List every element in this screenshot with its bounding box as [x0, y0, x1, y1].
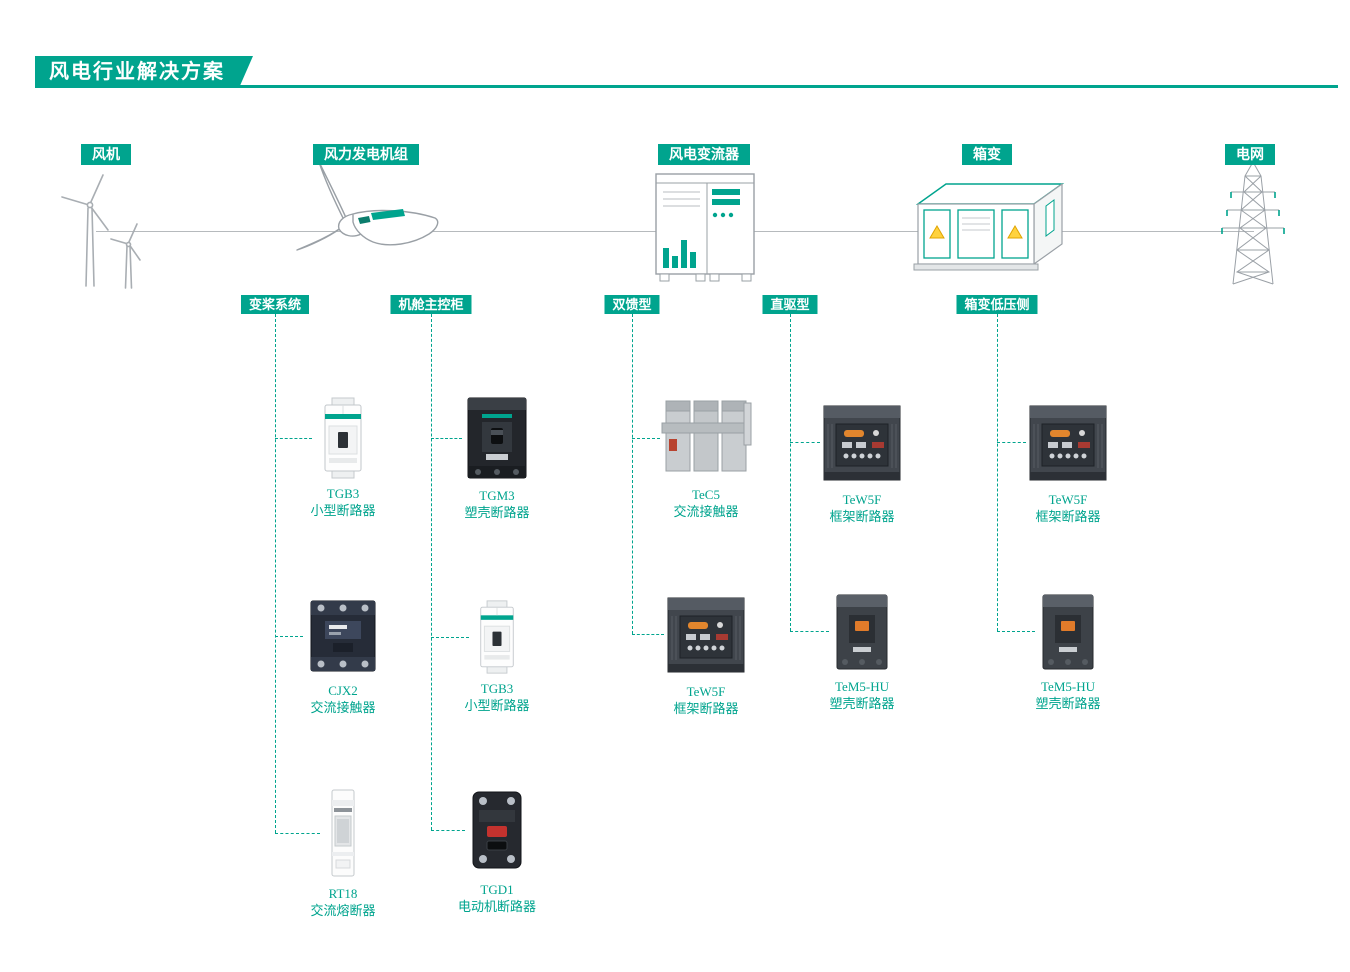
box-lv-connector — [997, 314, 998, 631]
badge-generator-set: 风力发电机组 — [313, 144, 419, 165]
product-name: 交流熔断器 — [310, 903, 376, 918]
product-caption: RT18 交流熔断器 — [278, 885, 408, 919]
product-model: TeM5-HU — [1041, 679, 1095, 694]
product-model: TeC5 — [692, 487, 720, 502]
product-connector-line — [632, 634, 664, 635]
badge-direct-drive: 直驱型 — [762, 295, 818, 314]
ac-fuse-icon — [278, 786, 408, 880]
product-model: TGB3 — [480, 681, 514, 696]
product-name: 交流接触器 — [673, 504, 739, 519]
product-model: TeM5-HU — [835, 679, 889, 694]
product-connector-line — [275, 636, 303, 637]
product-caption: TGD1 电动机断路器 — [432, 881, 562, 915]
product-caption: TGB3 小型断路器 — [432, 680, 562, 714]
product-connector-line — [431, 830, 465, 831]
badge-converter: 风电变流器 — [658, 144, 750, 165]
doubly-fed-connector — [632, 314, 633, 634]
badge-pitch-system: 变桨系统 — [240, 295, 310, 314]
wind-turbine-icon — [55, 166, 145, 296]
product-caption: TGM3 塑壳断路器 — [432, 487, 562, 521]
product-card: CJX2 交流接触器 — [278, 595, 408, 716]
product-name: 小型断路器 — [310, 503, 376, 518]
nacelle-icon — [295, 158, 445, 298]
product-caption: CJX2 交流接触器 — [278, 682, 408, 716]
badge-box-transformer-lv-side: 箱变低压侧 — [956, 295, 1038, 314]
molded-case-circuit-breaker-gray-icon — [1003, 589, 1133, 673]
ac-contactor-icon — [278, 595, 408, 677]
molded-case-circuit-breaker-gray-icon — [797, 589, 927, 673]
product-caption: TGB3 小型断路器 — [278, 485, 408, 519]
product-connector-line — [997, 631, 1035, 632]
badge-wind-turbine: 风机 — [81, 144, 131, 165]
product-connector-line — [997, 442, 1026, 443]
product-card: TGM3 塑壳断路器 — [432, 394, 562, 521]
product-name: 塑壳断路器 — [1035, 696, 1101, 711]
product-model: TGM3 — [479, 488, 515, 503]
ac-contactor-gray-icon — [641, 395, 771, 481]
product-card: TGB3 小型断路器 — [432, 599, 562, 714]
miniature-circuit-breaker-icon — [432, 599, 562, 675]
transmission-tower-icon — [1219, 160, 1287, 293]
badge-doubly-fed: 双馈型 — [604, 295, 660, 314]
product-name: 框架断路器 — [1035, 509, 1101, 524]
product-model: RT18 — [328, 886, 358, 901]
product-model: TeW5F — [1048, 492, 1088, 507]
molded-case-circuit-breaker-icon — [432, 394, 562, 482]
box-transformer-icon — [908, 176, 1066, 281]
nacelle-cabinet-connector — [431, 314, 432, 830]
product-model: CJX2 — [328, 683, 358, 698]
product-connector-line — [790, 442, 820, 443]
product-card: TeM5-HU 塑壳断路器 — [797, 589, 927, 712]
product-card: TeW5F 框架断路器 — [1003, 398, 1133, 525]
product-name: 框架断路器 — [673, 701, 739, 716]
product-name: 框架断路器 — [829, 509, 895, 524]
miniature-circuit-breaker-icon — [278, 396, 408, 480]
product-caption: TeM5-HU 塑壳断路器 — [797, 678, 927, 712]
badge-box-transformer: 箱变 — [962, 144, 1012, 165]
product-caption: TeW5F 框架断路器 — [797, 491, 927, 525]
product-model: TGD1 — [480, 882, 514, 897]
product-name: 塑壳断路器 — [829, 696, 895, 711]
product-model: TeW5F — [686, 684, 726, 699]
product-connector-line — [431, 637, 469, 638]
product-caption: TeC5 交流接触器 — [641, 486, 771, 520]
air-circuit-breaker-icon — [797, 398, 927, 486]
pitch-system-connector — [275, 314, 276, 833]
air-circuit-breaker-icon — [641, 590, 771, 678]
product-name: 交流接触器 — [310, 700, 376, 715]
product-name: 电动机断路器 — [457, 899, 536, 914]
converter-cabinet-icon — [650, 168, 760, 291]
title-underline — [35, 85, 1338, 88]
product-card: TeC5 交流接触器 — [641, 395, 771, 520]
product-caption: TeW5F 框架断路器 — [1003, 491, 1133, 525]
product-connector-line — [790, 631, 829, 632]
product-name: 塑壳断路器 — [464, 505, 530, 520]
page-title: 风电行业解决方案 — [35, 56, 253, 88]
product-caption: TeW5F 框架断路器 — [641, 683, 771, 717]
product-model: TeW5F — [842, 492, 882, 507]
product-card: TGD1 电动机断路器 — [432, 784, 562, 915]
product-caption: TeM5-HU 塑壳断路器 — [1003, 678, 1133, 712]
motor-circuit-breaker-icon — [432, 784, 562, 876]
product-model: TGB3 — [326, 486, 360, 501]
product-card: TeM5-HU 塑壳断路器 — [1003, 589, 1133, 712]
product-connector-line — [275, 438, 312, 439]
direct-drive-connector — [790, 314, 791, 631]
badge-power-grid: 电网 — [1225, 144, 1275, 165]
product-card: TeW5F 框架断路器 — [641, 590, 771, 717]
product-card: TGB3 小型断路器 — [278, 396, 408, 519]
product-connector-line — [632, 438, 660, 439]
product-name: 小型断路器 — [464, 698, 530, 713]
air-circuit-breaker-icon — [1003, 398, 1133, 486]
product-connector-line — [431, 438, 462, 439]
product-connector-line — [275, 833, 320, 834]
badge-nacelle-control-cabinet: 机舱主控柜 — [390, 295, 472, 314]
product-card: TeW5F 框架断路器 — [797, 398, 927, 525]
product-card: RT18 交流熔断器 — [278, 786, 408, 919]
